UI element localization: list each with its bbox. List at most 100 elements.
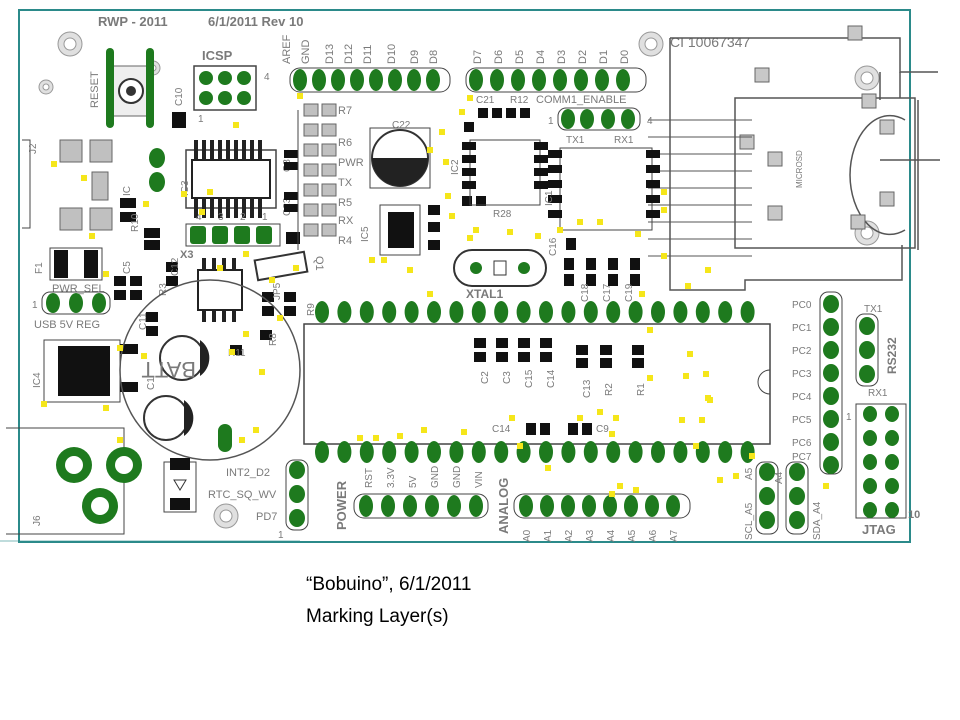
icsp-pin4: 4 bbox=[264, 72, 270, 83]
via-dot bbox=[679, 417, 685, 423]
mcu-pin-pad bbox=[337, 301, 352, 323]
power-gnd2-label: GND bbox=[452, 466, 463, 488]
mcu-pin-pad bbox=[427, 441, 441, 463]
mcu-pin-pad bbox=[382, 301, 397, 323]
ic3-label: IC3 bbox=[180, 180, 191, 196]
ic4-regulator bbox=[43, 339, 138, 403]
ic5-regulator bbox=[379, 204, 440, 256]
via-dot bbox=[467, 95, 473, 101]
x3-num-4: 4 bbox=[196, 212, 202, 223]
mcu-pin-pad bbox=[315, 301, 329, 323]
via-dot bbox=[199, 209, 205, 215]
scl-sda-headers bbox=[755, 461, 809, 535]
mcu-pin-pad bbox=[404, 301, 419, 323]
r1-label: R1 bbox=[636, 383, 647, 396]
via-dot bbox=[427, 291, 433, 297]
power-gnd1-label: GND bbox=[430, 466, 441, 488]
pin-label-d9: D9 bbox=[409, 50, 421, 64]
c22-label: C22 bbox=[392, 120, 411, 131]
via-dot bbox=[687, 351, 693, 357]
comm-rx-label: RX1 bbox=[614, 135, 634, 146]
r10-label: R10 bbox=[130, 213, 141, 232]
cap-pads-left bbox=[149, 148, 165, 192]
soic-small bbox=[197, 258, 243, 322]
via-dot bbox=[703, 371, 709, 377]
mcu-pin-pad bbox=[673, 301, 688, 323]
via-dot bbox=[239, 437, 245, 443]
via-dot bbox=[577, 415, 583, 421]
header-author: RWP - 2011 bbox=[98, 14, 168, 29]
led-r6-label: R6 bbox=[338, 137, 352, 149]
mcu-pin-pad bbox=[539, 301, 553, 323]
via-dot bbox=[253, 427, 259, 433]
pin-label-d6: D6 bbox=[493, 50, 505, 64]
led-column bbox=[297, 103, 337, 250]
via-dot bbox=[117, 345, 123, 351]
c3-label: C3 bbox=[502, 371, 513, 384]
mcu-pin-pad bbox=[494, 441, 509, 463]
analog-a6: A6 bbox=[648, 529, 659, 542]
via-dot bbox=[635, 231, 641, 237]
led-r7-label: R7 bbox=[338, 105, 352, 117]
smd-components bbox=[114, 108, 644, 435]
pc1-label: PC1 bbox=[792, 323, 812, 334]
mcu-pin-pad bbox=[673, 441, 688, 463]
jtag-header bbox=[855, 403, 907, 519]
mid-cap-labels: C2 C3 C15 C14 C13 R2 R1 bbox=[480, 369, 647, 398]
led-pwr-label: PWR bbox=[338, 157, 364, 169]
via-dot bbox=[823, 483, 829, 489]
via-dot bbox=[373, 435, 379, 441]
c17-label: C17 bbox=[602, 283, 613, 302]
c11-label: C11 bbox=[138, 312, 149, 330]
pc7-label: PC7 bbox=[792, 452, 812, 463]
mcu-pin-pad bbox=[628, 301, 643, 323]
via-dot bbox=[207, 189, 213, 195]
main-mcu bbox=[303, 301, 771, 463]
via-dot bbox=[509, 415, 515, 421]
c2-label: C2 bbox=[480, 371, 491, 384]
mcu-pin-pad bbox=[471, 441, 486, 463]
via-dot bbox=[683, 373, 689, 379]
part-number: CI 10067347 bbox=[670, 34, 750, 50]
mcu-pin-pad bbox=[561, 441, 576, 463]
c21-label: C21 bbox=[476, 95, 495, 106]
pin-label-aref: AREF bbox=[281, 34, 293, 64]
pc-labels: PC0 PC1 PC2 PC3 PC4 PC5 PC6 PC7 bbox=[792, 300, 812, 463]
rs232-tx-label: TX1 bbox=[864, 304, 883, 315]
via-dot bbox=[233, 122, 239, 128]
via-dot bbox=[693, 443, 699, 449]
mcu-pin-pad bbox=[449, 301, 464, 323]
c18-label: C18 bbox=[580, 283, 591, 302]
board-outline bbox=[18, 9, 911, 543]
mcu-pin-pad bbox=[427, 301, 441, 323]
usb-5v-reg-label: USB 5V REG bbox=[34, 319, 100, 331]
via-dot bbox=[507, 229, 513, 235]
via-dot bbox=[369, 257, 375, 263]
c19-label: C19 bbox=[624, 283, 635, 302]
pc4-label: PC4 bbox=[792, 392, 812, 403]
sda-label: SDA_A4 bbox=[812, 501, 823, 540]
pin-label-d3: D3 bbox=[556, 50, 568, 64]
pin-label-gnd: GND bbox=[300, 40, 312, 65]
ic2-dip bbox=[462, 139, 548, 206]
via-dot bbox=[467, 235, 473, 241]
mcu-pin-pad bbox=[337, 441, 352, 463]
via-dot bbox=[297, 93, 303, 99]
pwr-sel-pin1: 1 bbox=[32, 300, 38, 311]
via-dot bbox=[597, 219, 603, 225]
mcu-pin-pad bbox=[494, 301, 509, 323]
via-dot bbox=[661, 253, 667, 259]
jtag-num: 10 bbox=[908, 509, 920, 521]
r12-label: R12 bbox=[510, 95, 529, 106]
mcu-pin-pad bbox=[359, 301, 374, 323]
rtc-label: RTC_SQ_WV bbox=[208, 489, 277, 501]
jp-label: JP5 bbox=[272, 282, 283, 300]
a5-label: A5 bbox=[744, 467, 755, 480]
analog-header bbox=[513, 493, 691, 519]
c14-label: C14 bbox=[492, 424, 511, 435]
pc-header bbox=[819, 291, 843, 475]
r3-label: R3 bbox=[158, 283, 169, 296]
via-dot bbox=[661, 207, 667, 213]
via-dot bbox=[661, 189, 667, 195]
c14m-label: C14 bbox=[546, 369, 557, 388]
